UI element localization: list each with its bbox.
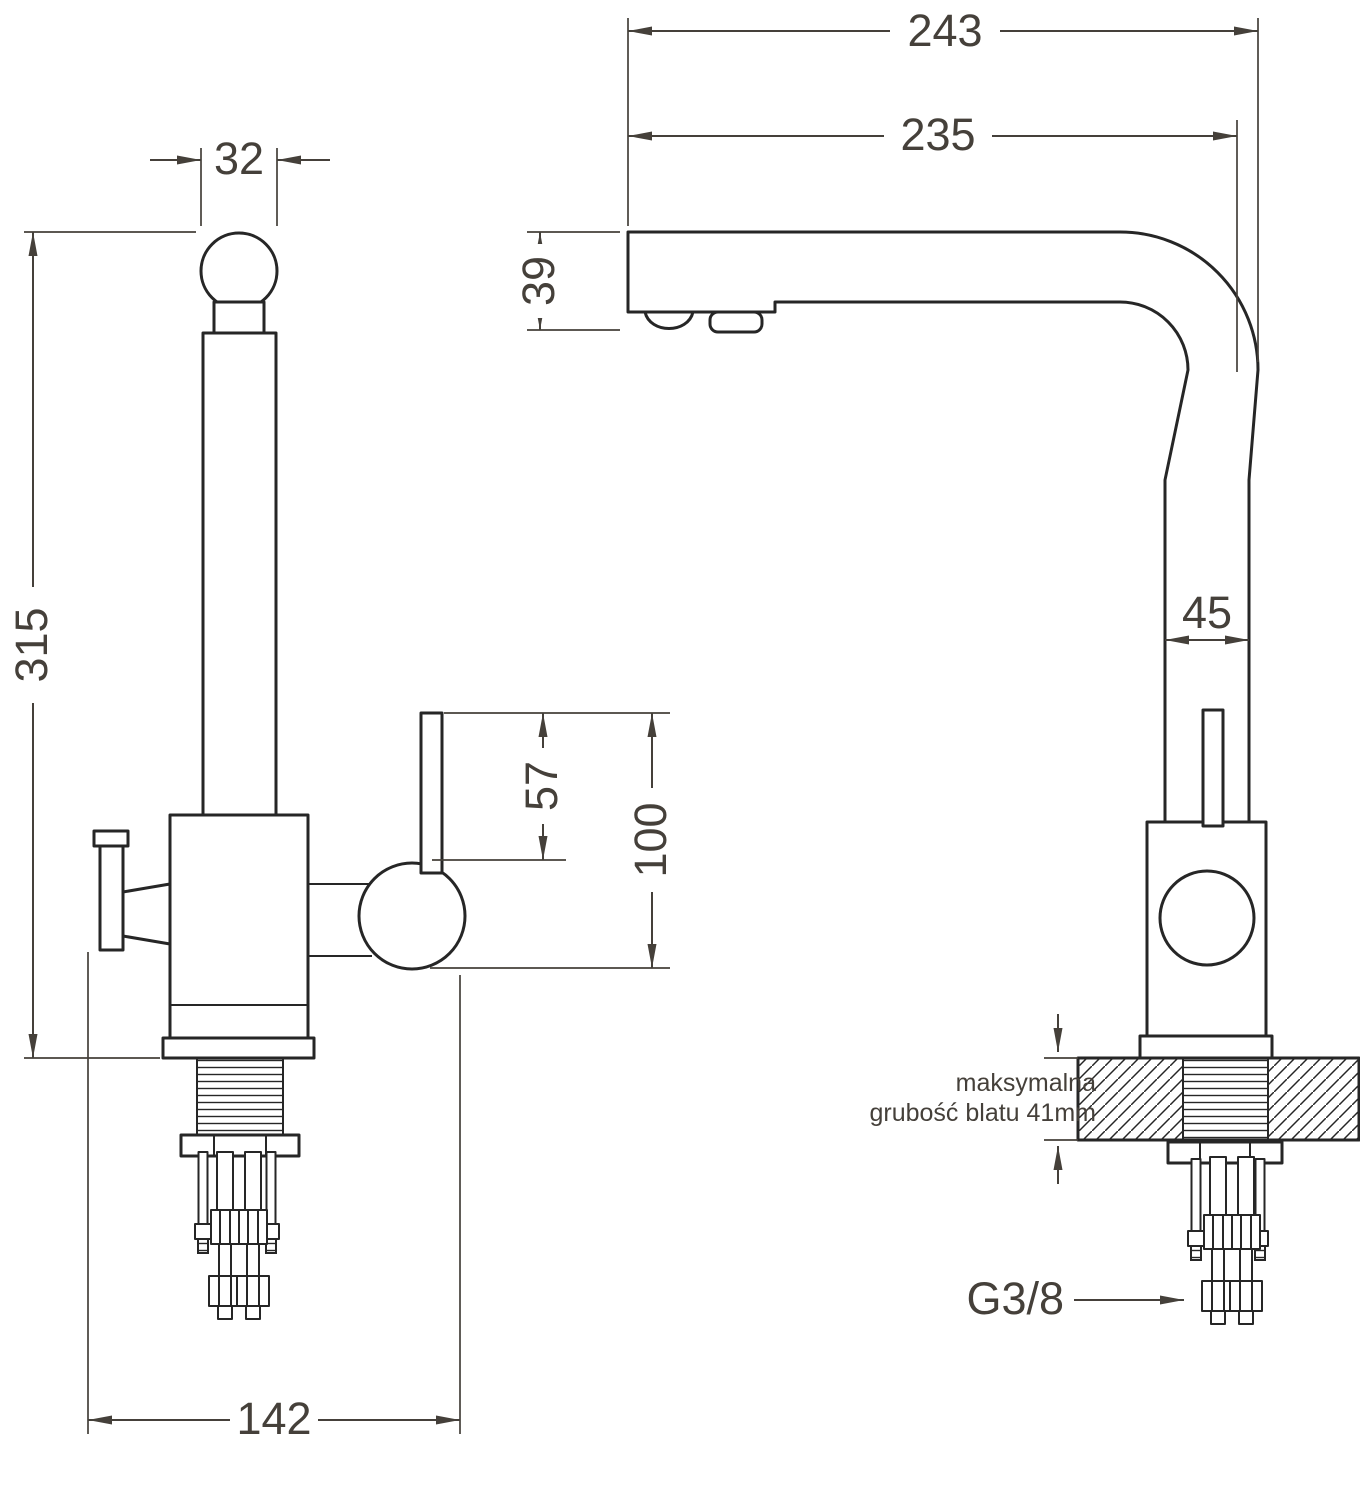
front-spout-cap — [199, 231, 279, 311]
dim-handle-height-label: 100 — [625, 802, 676, 877]
dim-39-label-group: 39 — [513, 244, 564, 318]
side-base-flange — [1138, 1034, 1274, 1060]
dim-57-label-bg — [519, 748, 565, 824]
dim-142-extension — [87, 952, 461, 1434]
side-aerator-bump — [643, 310, 695, 330]
dim-39-label-bg — [516, 244, 562, 318]
dim-142-label-bg — [230, 1396, 318, 1444]
counter-note-line1: maksymalna — [956, 1069, 1096, 1097]
front-handle-connector — [308, 883, 372, 957]
side-spout-outline — [626, 230, 1260, 824]
front-mounting-stud — [194, 1151, 212, 1254]
front-supply-hose — [236, 1151, 270, 1320]
front-left-lever-stub — [121, 882, 172, 946]
dim-base-depth-label: 142 — [236, 1393, 311, 1444]
dim-pipe-width-label: 45 — [1182, 587, 1232, 638]
countertop-hatch-right — [1268, 1059, 1358, 1139]
front-view-drawing — [92, 231, 467, 1320]
dim-45-label-bg — [1176, 594, 1238, 638]
side-handle-joint — [1158, 869, 1256, 967]
dim-spout-reach-label: 235 — [900, 109, 975, 160]
dim-243-label-bg — [890, 8, 1000, 56]
side-view-dimensions: 243 235 39 45 maksymalna grubość blatu 4… — [513, 5, 1259, 1324]
dim-total-reach-label: 243 — [907, 5, 982, 56]
side-spray-outlet — [708, 310, 764, 334]
side-handle-lever — [1201, 708, 1225, 828]
dim-57-label-group: 57 — [516, 748, 567, 824]
front-threaded-shank — [196, 1057, 284, 1136]
front-base-flange — [161, 1036, 316, 1060]
front-spout-column — [201, 331, 278, 817]
dim-100-label-bg — [628, 788, 674, 892]
dim-243-extension — [627, 18, 1259, 362]
front-handle-joint — [357, 861, 467, 971]
front-mixer-body — [168, 813, 310, 1040]
counter-thickness-ticks — [1044, 1057, 1078, 1141]
dim-235-label-bg — [884, 112, 992, 160]
dim-315-label-group: 315 — [6, 587, 57, 703]
dim-315-label-bg — [8, 587, 56, 703]
side-threaded-shank — [1182, 1057, 1269, 1143]
side-mounting-stud — [1187, 1158, 1205, 1261]
front-handle-lever — [419, 711, 444, 875]
dim-spout-height-label: 39 — [513, 256, 564, 306]
front-left-lever-cap — [92, 829, 130, 848]
front-mounting-nut — [179, 1133, 301, 1158]
dim-lever-height-label: 57 — [516, 761, 567, 811]
countertop-hatch-left — [1079, 1059, 1183, 1139]
dim-315-extension — [24, 231, 196, 1059]
dim-cap-width-label: 32 — [214, 133, 264, 184]
side-view-drawing — [626, 230, 1360, 1325]
front-view-dimensions: 32 315 57 100 142 — [6, 133, 676, 1444]
dim-total-height-label: 315 — [6, 607, 57, 682]
front-aerator-outlet — [212, 300, 266, 335]
front-left-lever — [98, 844, 125, 952]
thread-size-label: G3/8 — [966, 1273, 1064, 1324]
dim-100-label-group: 100 — [625, 788, 676, 892]
counter-note-line2: grubość blatu 41mm — [869, 1099, 1096, 1127]
